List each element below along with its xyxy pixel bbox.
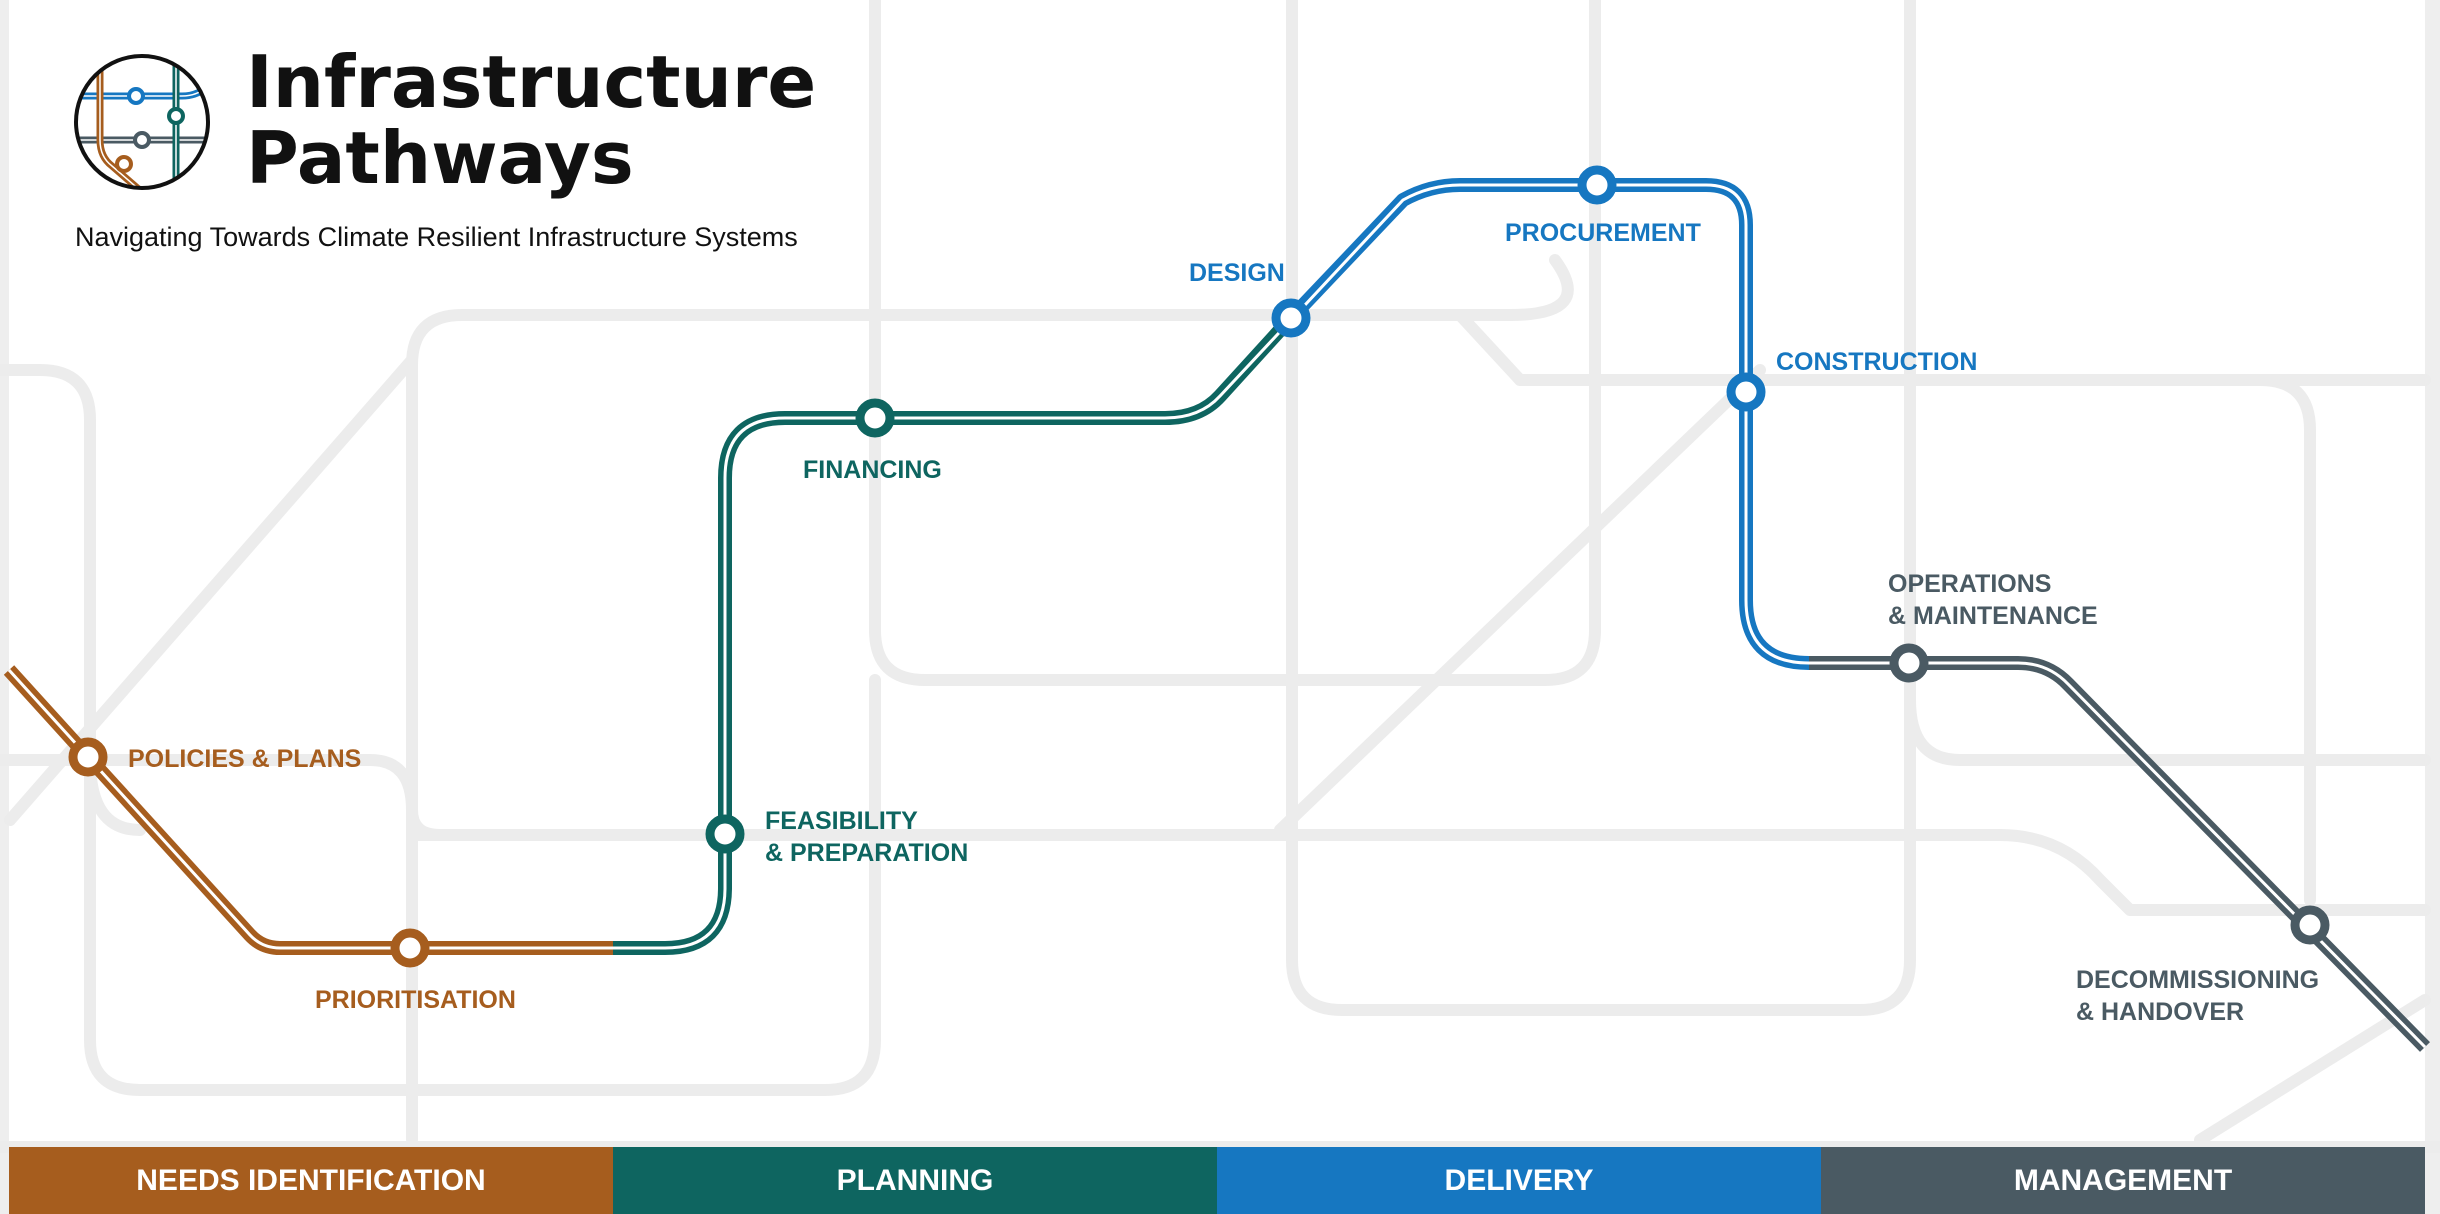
phase-legend-bar: NEEDS IDENTIFICATION PLANNING DELIVERY M… bbox=[9, 1147, 2425, 1214]
page-title: Infrastructure Pathways bbox=[246, 44, 816, 196]
station-feasibility-preparation[interactable] bbox=[705, 814, 745, 854]
label-operations-line2: & MAINTENANCE bbox=[1888, 602, 2098, 630]
label-operations-line1: OPERATIONS bbox=[1888, 570, 2051, 598]
title-line-1: Infrastructure bbox=[246, 40, 817, 124]
phase-needs-identification: NEEDS IDENTIFICATION bbox=[9, 1147, 613, 1214]
label-decommissioning-line1: DECOMMISSIONING bbox=[2076, 966, 2319, 994]
station-design[interactable] bbox=[1271, 298, 1311, 338]
station-policies-plans[interactable] bbox=[68, 737, 108, 777]
station-labels: POLICIES & PLANS PRIORITISATION FEASIBIL… bbox=[128, 219, 2319, 1026]
label-construction: CONSTRUCTION bbox=[1776, 348, 1977, 376]
stations bbox=[68, 165, 2330, 968]
label-procurement: PROCUREMENT bbox=[1505, 219, 1701, 247]
label-feasibility-line1: FEASIBILITY bbox=[765, 807, 918, 835]
label-decommissioning-line2: & HANDOVER bbox=[2076, 998, 2244, 1026]
station-prioritisation[interactable] bbox=[390, 928, 430, 968]
page-subtitle: Navigating Towards Climate Resilient Inf… bbox=[75, 222, 798, 252]
title-line-2: Pathways bbox=[246, 116, 634, 200]
label-policies-plans: POLICIES & PLANS bbox=[128, 745, 361, 773]
phase-planning: PLANNING bbox=[613, 1147, 1217, 1214]
label-financing: FINANCING bbox=[803, 456, 942, 484]
station-decommissioning-handover[interactable] bbox=[2290, 905, 2330, 945]
station-procurement[interactable] bbox=[1577, 165, 1617, 205]
phase-management: MANAGEMENT bbox=[1821, 1147, 2425, 1214]
phase-delivery: DELIVERY bbox=[1217, 1147, 1821, 1214]
transit-map-logo-icon bbox=[72, 52, 212, 197]
station-operations-maintenance[interactable] bbox=[1889, 643, 1929, 683]
left-edge-border bbox=[0, 0, 9, 1214]
station-financing[interactable] bbox=[855, 398, 895, 438]
label-design: DESIGN bbox=[1189, 259, 1285, 287]
route-lines bbox=[3, 178, 2430, 1052]
station-construction[interactable] bbox=[1726, 372, 1766, 412]
label-prioritisation: PRIORITISATION bbox=[315, 986, 516, 1014]
label-feasibility-line2: & PREPARATION bbox=[765, 839, 968, 867]
